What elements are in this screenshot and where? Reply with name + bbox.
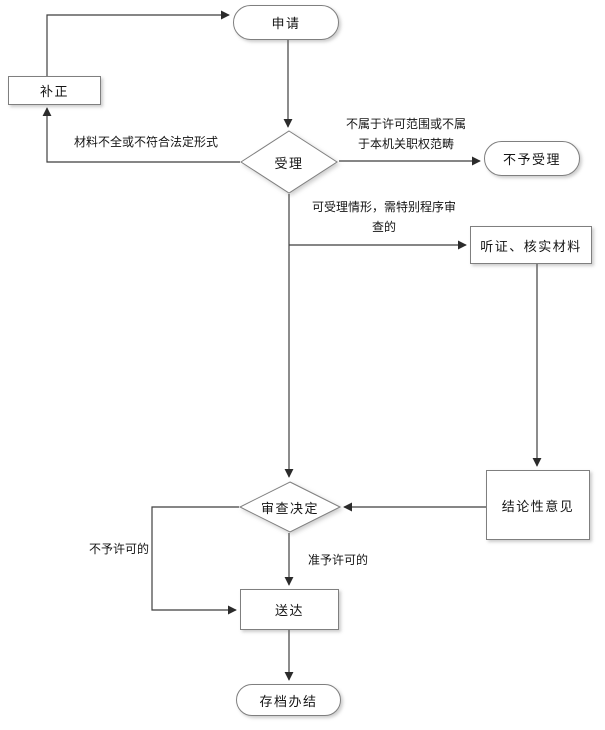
node-correction: 补正: [8, 76, 101, 105]
node-decision-label: 审查决定: [260, 500, 319, 516]
node-hearing-label: 听证、核实材料: [480, 238, 582, 254]
label-not-in-scope-line1: 不属于许可范围或不属: [345, 117, 466, 131]
node-deliver: 送达: [240, 589, 339, 630]
label-not-permitted: 不予许可的: [89, 542, 150, 556]
label-materials-incomplete: 材料不全或不符合法定形式: [73, 135, 218, 149]
node-decision: 审查决定: [238, 481, 342, 533]
accept-diamond-shape: [240, 130, 338, 194]
label-not-in-scope: 不属于许可范围或不属 于本机关职权范畴: [338, 114, 474, 154]
label-not-in-scope-line2: 于本机关职权范畴: [357, 137, 454, 151]
node-conclusion-label: 结论性意见: [501, 498, 575, 514]
node-deliver-label: 送达: [274, 603, 304, 618]
edge-decision-not-permitted-to-deliver: [151, 506, 239, 615]
node-accept-label: 受理: [274, 155, 304, 171]
label-special-procedure: 可受理情形，需特别程序审 查的: [306, 197, 462, 237]
node-apply: 申请: [233, 5, 339, 40]
node-conclusion: 结论性意见: [486, 470, 590, 540]
node-not-accept: 不予受理: [484, 141, 580, 176]
node-accept: 受理: [240, 130, 338, 194]
edge-correction-to-apply: [46, 10, 230, 76]
label-special-procedure-line2: 查的: [371, 220, 396, 234]
node-not-accept-label: 不予受理: [502, 152, 561, 167]
decision-diamond-shape: [238, 481, 342, 533]
label-special-procedure-line1: 可受理情形，需特别程序审: [311, 200, 456, 214]
label-permitted: 准予许可的: [308, 553, 369, 567]
node-correction-label: 补正: [39, 84, 69, 99]
node-hearing: 听证、核实材料: [470, 226, 592, 264]
node-archive: 存档办结: [236, 684, 341, 716]
node-apply-label: 申请: [271, 16, 301, 31]
node-archive-label: 存档办结: [259, 693, 318, 709]
